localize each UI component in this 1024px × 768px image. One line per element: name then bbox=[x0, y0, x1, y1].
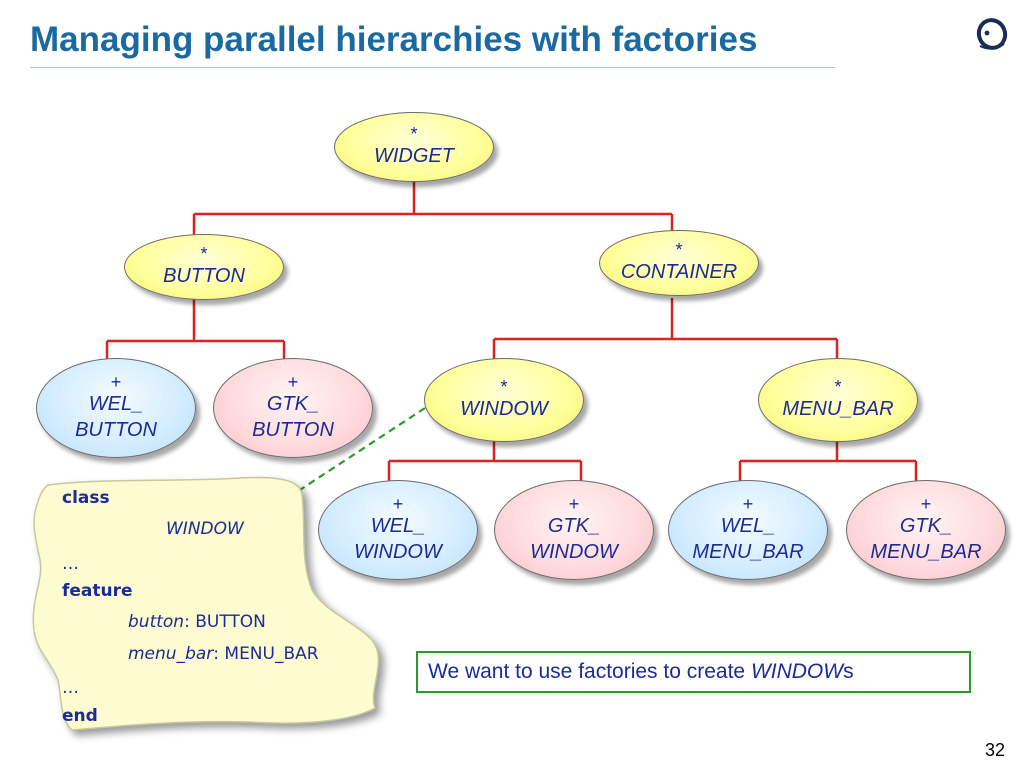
wel-button-label-suffix: BUTTON bbox=[75, 419, 157, 441]
effective-marker: + bbox=[568, 494, 580, 514]
wel-window-label-prefix: WEL_ bbox=[370, 515, 426, 537]
button-inheritance-lines bbox=[105, 298, 286, 361]
menu-bar-label: MENU_BAR bbox=[782, 398, 894, 420]
window-inheritance-lines bbox=[387, 440, 583, 483]
code-ellipsis: … bbox=[62, 554, 79, 574]
slide-title: Managing parallel hierarchies with facto… bbox=[30, 20, 758, 59]
wel-window-label-suffix: WINDOW bbox=[354, 541, 442, 563]
feature-keyword: feature bbox=[62, 581, 133, 601]
window-class-node[interactable]: * WINDOW bbox=[424, 358, 584, 442]
button-feature: button: BUTTON bbox=[128, 612, 266, 632]
effective-marker: + bbox=[287, 372, 299, 392]
window-label: WINDOW bbox=[460, 398, 548, 420]
code-scroll-shape bbox=[32, 476, 380, 731]
callout-suffix: s bbox=[843, 660, 854, 683]
container-class-node[interactable]: * CONTAINER bbox=[599, 230, 759, 296]
menu-bar-feature-name: menu_bar bbox=[128, 644, 214, 664]
code-ellipsis: … bbox=[62, 678, 79, 698]
title-divider bbox=[30, 67, 835, 68]
wel-button-label-prefix: WEL_ bbox=[88, 393, 144, 415]
wel-button-class-node[interactable]: + WEL_ BUTTON bbox=[36, 358, 196, 458]
gtk-menu-bar-label-suffix: MENU_BAR bbox=[870, 541, 982, 563]
eiffel-logo-icon bbox=[976, 18, 1008, 50]
class-name: WINDOW bbox=[166, 519, 244, 539]
gtk-button-class-node[interactable]: + GTK_ BUTTON bbox=[213, 358, 373, 458]
wel-menu-bar-class-node[interactable]: + WEL_ MENU_BAR bbox=[668, 480, 828, 580]
factory-callout: We want to use factories to create WINDO… bbox=[416, 651, 971, 693]
container-inheritance-lines bbox=[492, 298, 839, 361]
end-keyword: end bbox=[62, 706, 98, 726]
deferred-marker: * bbox=[500, 377, 508, 397]
button-feature-type: : BUTTON bbox=[184, 612, 266, 632]
widget-class-node[interactable]: * WIDGET bbox=[334, 112, 494, 182]
callout-text: We want to use factories to create bbox=[428, 660, 751, 683]
callout-window-class: WINDOW bbox=[750, 660, 844, 683]
client-dashed-arrow bbox=[276, 407, 426, 506]
wel-window-class-node[interactable]: + WEL_ WINDOW bbox=[318, 480, 478, 580]
effective-marker: + bbox=[392, 494, 404, 514]
button-class-node[interactable]: * BUTTON bbox=[124, 234, 284, 300]
gtk-menu-bar-class-node[interactable]: + GTK_ MENU_BAR bbox=[846, 480, 1006, 580]
widget-label: WIDGET bbox=[374, 145, 454, 167]
gtk-window-label-suffix: WINDOW bbox=[530, 541, 618, 563]
menu-bar-inheritance-lines bbox=[738, 440, 918, 483]
page-number: 32 bbox=[985, 740, 1006, 760]
deferred-marker: * bbox=[834, 377, 842, 397]
gtk-button-label-prefix: GTK_ bbox=[266, 393, 320, 415]
button-feature-name: button bbox=[128, 612, 185, 632]
deferred-marker: * bbox=[410, 124, 418, 144]
menu-bar-feature: menu_bar: MENU_BAR bbox=[128, 644, 319, 664]
deferred-marker: * bbox=[675, 240, 683, 260]
widget-inheritance-lines bbox=[192, 180, 674, 240]
gtk-window-class-node[interactable]: + GTK_ WINDOW bbox=[494, 480, 654, 580]
class-keyword: class bbox=[62, 488, 110, 508]
button-label: BUTTON bbox=[163, 265, 245, 287]
container-label: CONTAINER bbox=[620, 261, 738, 283]
gtk-menu-bar-label-prefix: GTK_ bbox=[899, 515, 953, 537]
menu-bar-feature-type: : MENU_BAR bbox=[213, 644, 319, 664]
gtk-window-label-prefix: GTK_ bbox=[547, 515, 601, 537]
effective-marker: + bbox=[920, 494, 932, 514]
effective-marker: + bbox=[110, 372, 122, 392]
wel-menu-bar-label-suffix: MENU_BAR bbox=[692, 541, 804, 563]
deferred-marker: * bbox=[200, 244, 208, 264]
menu-bar-class-node[interactable]: * MENU_BAR bbox=[758, 358, 918, 442]
wel-menu-bar-label-prefix: WEL_ bbox=[720, 515, 776, 537]
effective-marker: + bbox=[742, 494, 754, 514]
gtk-button-label-suffix: BUTTON bbox=[252, 419, 334, 441]
